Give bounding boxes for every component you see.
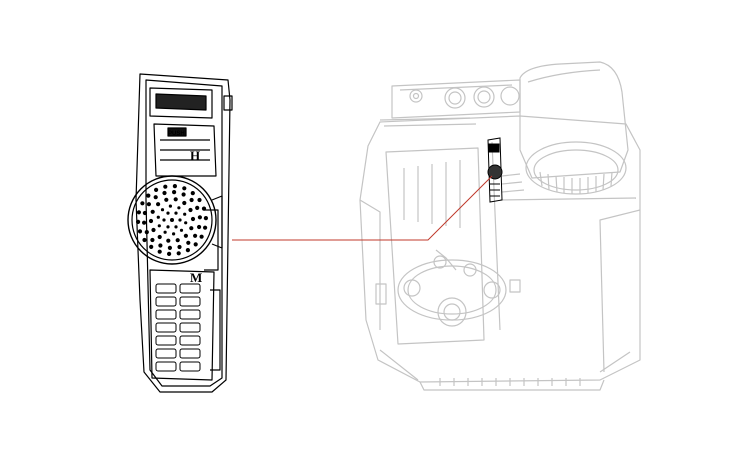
mesh-hole	[172, 190, 177, 195]
filter-mesh-holes	[136, 184, 208, 256]
mesh-hole	[148, 218, 154, 224]
slat-opening	[179, 335, 201, 346]
mesh-hole	[142, 210, 147, 216]
mesh-hole	[136, 219, 141, 224]
mesh-hole	[160, 208, 165, 212]
mesh-hole	[178, 218, 182, 222]
slat-opening	[155, 335, 177, 346]
slat-opening	[179, 361, 201, 372]
mesh-hole	[183, 212, 187, 216]
slat-opening	[179, 322, 201, 333]
mesh-hole	[181, 192, 186, 197]
mesh-hole	[189, 197, 194, 203]
mesh-hole	[157, 224, 161, 228]
mesh-hole	[157, 234, 162, 240]
mesh-hole	[163, 184, 168, 189]
mesh-hole	[199, 234, 204, 239]
mesh-hole	[201, 206, 207, 211]
push-label: PUSH	[168, 131, 185, 137]
mesh-hole	[166, 238, 171, 243]
mesh-hole	[182, 200, 187, 206]
mesh-hole	[190, 191, 195, 196]
mesh-hole	[172, 184, 177, 189]
mesh-hole	[193, 233, 198, 238]
mesh-hole	[137, 229, 143, 234]
mesh-hole	[183, 233, 188, 238]
slat-opening	[155, 322, 177, 333]
mesh-hole	[193, 242, 198, 247]
slat-opening	[155, 348, 177, 359]
mesh-hole	[179, 228, 184, 232]
mesh-hole	[174, 211, 178, 215]
filter-lower-slats	[155, 283, 201, 372]
washing-machine-illustration	[359, 61, 641, 391]
mesh-hole	[190, 216, 196, 222]
mesh-hole	[167, 251, 172, 256]
mesh-hole	[195, 205, 200, 210]
slat-opening	[155, 283, 177, 294]
mesh-hole	[166, 225, 170, 229]
mesh-hole	[157, 249, 162, 254]
mesh-hole	[197, 197, 202, 203]
mesh-hole	[173, 197, 178, 202]
mesh-hole	[172, 232, 176, 236]
mesh-hole	[167, 245, 172, 250]
mesh-hole	[154, 187, 159, 192]
mesh-hole	[203, 216, 208, 221]
mesh-hole	[168, 204, 172, 208]
level-mark-m: M	[190, 270, 202, 285]
mesh-hole	[150, 237, 155, 243]
filter-location-marker	[487, 137, 503, 203]
mesh-hole	[146, 202, 151, 207]
mesh-hole	[142, 220, 147, 225]
mesh-hole	[189, 226, 194, 231]
mesh-hole	[156, 202, 161, 207]
mesh-hole	[186, 240, 191, 245]
mesh-hole	[197, 224, 202, 230]
mesh-hole	[162, 218, 166, 222]
mesh-hole	[142, 237, 147, 243]
mesh-hole	[182, 186, 187, 191]
mesh-hole	[170, 218, 174, 222]
mesh-hole	[184, 221, 188, 225]
mesh-hole	[188, 207, 193, 213]
mesh-hole	[197, 215, 202, 220]
mesh-hole	[166, 211, 170, 215]
mesh-hole	[149, 244, 154, 249]
mesh-hole	[174, 225, 178, 229]
mesh-hole	[176, 251, 181, 256]
slat-opening	[155, 296, 177, 307]
mesh-hole	[150, 209, 155, 214]
slat-opening	[179, 296, 201, 307]
level-mark-h: H	[190, 148, 200, 163]
mesh-hole	[146, 193, 151, 198]
mesh-hole	[140, 201, 145, 206]
lint-filter-detail	[127, 73, 233, 393]
leader-line	[232, 175, 493, 241]
mesh-hole	[144, 230, 149, 235]
mesh-hole	[175, 238, 180, 243]
mesh-hole	[185, 248, 190, 253]
mesh-hole	[203, 225, 208, 230]
slat-opening	[155, 309, 177, 320]
slat-opening	[179, 348, 201, 359]
slat-opening	[179, 309, 201, 320]
slat-opening	[179, 283, 201, 294]
mesh-hole	[156, 215, 160, 219]
mesh-hole	[136, 210, 141, 215]
mesh-hole	[163, 230, 167, 234]
mesh-hole	[162, 190, 167, 196]
mesh-hole	[158, 243, 163, 248]
mesh-hole	[177, 244, 182, 250]
mesh-hole	[151, 227, 156, 233]
mesh-hole	[177, 206, 181, 210]
mesh-hole	[153, 195, 158, 200]
slat-opening	[155, 361, 177, 372]
mesh-hole	[164, 197, 169, 202]
